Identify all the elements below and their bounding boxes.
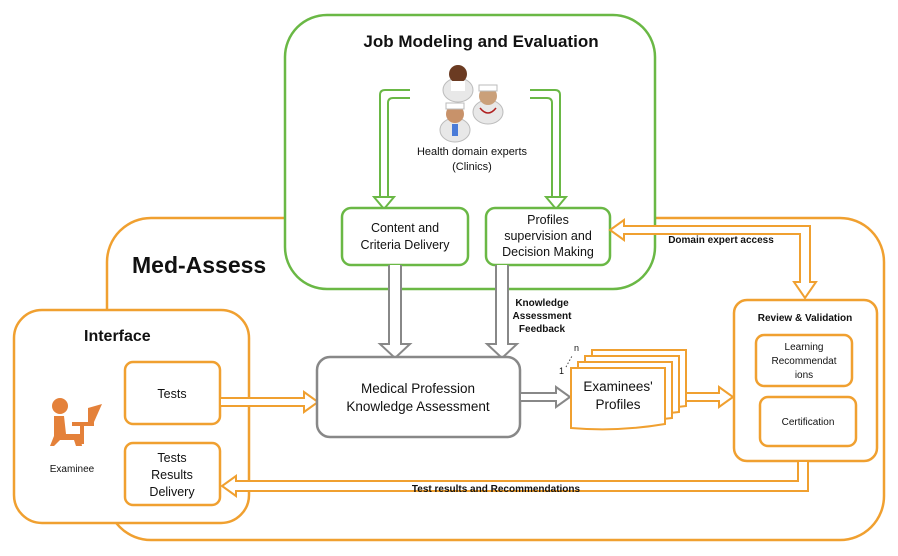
learning-label-2: Recommendat xyxy=(771,356,836,367)
tests-label: Tests xyxy=(157,387,186,401)
examinee-profiles-label-1: Examinees' xyxy=(583,379,652,394)
stack-n-label: n xyxy=(574,343,579,353)
examinee-label: Examinee xyxy=(50,464,95,475)
learning-label-1: Learning xyxy=(785,342,824,353)
tests-results-label-1: Tests xyxy=(157,451,186,465)
content-criteria-box xyxy=(340,206,470,267)
domain-expert-access-label: Domain expert access xyxy=(668,235,774,246)
health-experts-label: Health domain experts xyxy=(417,146,528,158)
knowledge-feedback-label-2: Assessment xyxy=(513,311,573,322)
stack-1-label: 1 xyxy=(559,366,564,376)
profiles-supervision-label-1: Profiles xyxy=(527,213,569,227)
tests-results-delivery-box xyxy=(123,441,222,507)
experts-to-profiles-arrow xyxy=(530,89,569,211)
med-assess-title: Med-Assess xyxy=(132,252,266,278)
examinee-icon xyxy=(50,398,102,446)
experts-to-content-arrow xyxy=(371,89,410,211)
learning-recommendations-box xyxy=(754,333,854,388)
test-results-recommendations-arrow xyxy=(220,460,809,498)
knowledge-feedback-label-1: Knowledge xyxy=(515,298,569,309)
profiles-to-review-arrow xyxy=(685,385,735,409)
profiles-supervision-label-2: supervision and xyxy=(504,229,592,243)
stack-dots xyxy=(565,355,573,368)
content-criteria-label-1: Content and xyxy=(371,221,439,235)
domain-expert-access-arrow xyxy=(608,218,818,300)
tests-to-assessment-arrow xyxy=(219,390,320,414)
examinee-profiles-stack xyxy=(570,349,687,431)
tests-results-label-2: Results xyxy=(151,468,193,482)
assessment-to-profiles-arrow xyxy=(519,385,572,409)
interface-title: Interface xyxy=(84,328,151,345)
health-experts-icon xyxy=(439,65,504,143)
knowledge-assessment-label-1: Medical Profession xyxy=(361,381,475,396)
review-validation-title: Review & Validation xyxy=(758,313,852,324)
certification-box xyxy=(758,395,858,448)
knowledge-assessment-label-2: Knowledge Assessment xyxy=(346,399,490,414)
profiles-supervision-box xyxy=(484,206,612,267)
examinee-profiles-label-2: Profiles xyxy=(595,397,640,412)
knowledge-feedback-label-3: Feedback xyxy=(519,324,566,335)
job-modeling-title: Job Modeling and Evaluation xyxy=(363,32,598,51)
tests-results-label-3: Delivery xyxy=(149,485,195,499)
health-experts-sublabel: (Clinics) xyxy=(452,161,492,173)
knowledge-assessment-box xyxy=(315,355,522,439)
test-results-recommendations-label: Test results and Recommendations xyxy=(412,484,581,495)
tests-box xyxy=(123,360,222,426)
profiles-supervision-label-3: Decision Making xyxy=(502,245,594,259)
content-criteria-label-2: Criteria Delivery xyxy=(361,238,451,252)
learning-label-3: ions xyxy=(795,370,813,381)
certification-label: Certification xyxy=(782,417,835,428)
